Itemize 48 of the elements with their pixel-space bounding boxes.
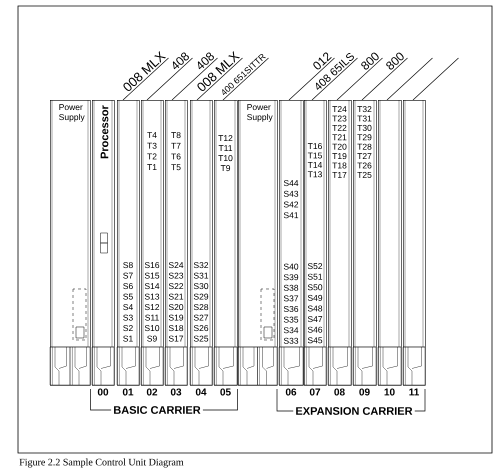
leader-line (336, 58, 383, 100)
terminal-list: S44 S43 S42 S41 (284, 180, 298, 218)
terminal-list: S16 S15 S14 S13 S12 S11 S10 S9 (144, 262, 160, 342)
slot-number: 04 (196, 388, 206, 396)
figure-caption: Figure 2.2 Sample Control Unit Diagram (20, 458, 184, 468)
module-label: 800 (386, 52, 404, 70)
module-label: 408 (198, 52, 214, 70)
terminal-list: S32 S31 S30 S29 S28 S27 S26 S25 (194, 262, 208, 342)
slot-number: 00 (98, 388, 108, 396)
module-title: Power Supply (59, 104, 85, 122)
slot-number: 11 (409, 388, 419, 396)
slot-number: 05 (220, 388, 231, 396)
terminal-list: T24 T23 T22 T21 T20 T19 T18 T17 (332, 106, 347, 178)
module-title: Processor (100, 105, 108, 158)
leader-line (362, 58, 408, 100)
terminal-list: T8 T7 T6 T5 (171, 132, 181, 170)
leader-line (386, 58, 433, 100)
terminal-list: T32 T31 T30 T29 T28 T27 T26 T25 (357, 106, 372, 178)
terminal-list: S24 S23 S22 S21 S20 S19 S18 S17 (168, 262, 184, 342)
terminal-list: S8 S7 S6 S5 S4 S3 S2 S1 (123, 262, 133, 342)
module-label: 800 (361, 52, 379, 70)
slot-number: 02 (146, 388, 158, 396)
terminal-list: T16 T15 T14 T13 (308, 143, 322, 178)
slot-number: 07 (310, 388, 320, 396)
leader-line (312, 58, 358, 100)
leader-line (196, 58, 243, 100)
slot-number: 08 (334, 388, 345, 396)
slot-number: 09 (359, 388, 370, 396)
slot-number: 01 (122, 388, 134, 396)
module-box (378, 100, 402, 386)
module-label: 408 (172, 52, 189, 70)
slot-number: 06 (286, 388, 296, 396)
slot-number: 10 (384, 388, 395, 396)
terminal-list: T4 T3 T2 T1 (147, 132, 157, 170)
leader-line (172, 58, 218, 100)
terminal-list: S52 S51 S50 S49 S48 S47 S46 S45 (308, 263, 322, 344)
module-label: 012 (313, 52, 332, 70)
terminal-list: S40 S39 S38 S37 S36 S35 S34 S33 (284, 264, 298, 344)
slot-number: 03 (170, 388, 182, 396)
leader-line (146, 58, 193, 100)
carrier-label: BASIC CARRIER (114, 406, 200, 414)
carrier-label: EXPANSION CARRIER (296, 407, 412, 415)
leader-line (122, 58, 169, 100)
module-box (402, 100, 426, 386)
leader-line (412, 58, 459, 100)
terminal-list: T12 T11 T10 T9 (218, 135, 232, 172)
leader-line (222, 58, 269, 100)
module-title: Power Supply (247, 104, 273, 122)
